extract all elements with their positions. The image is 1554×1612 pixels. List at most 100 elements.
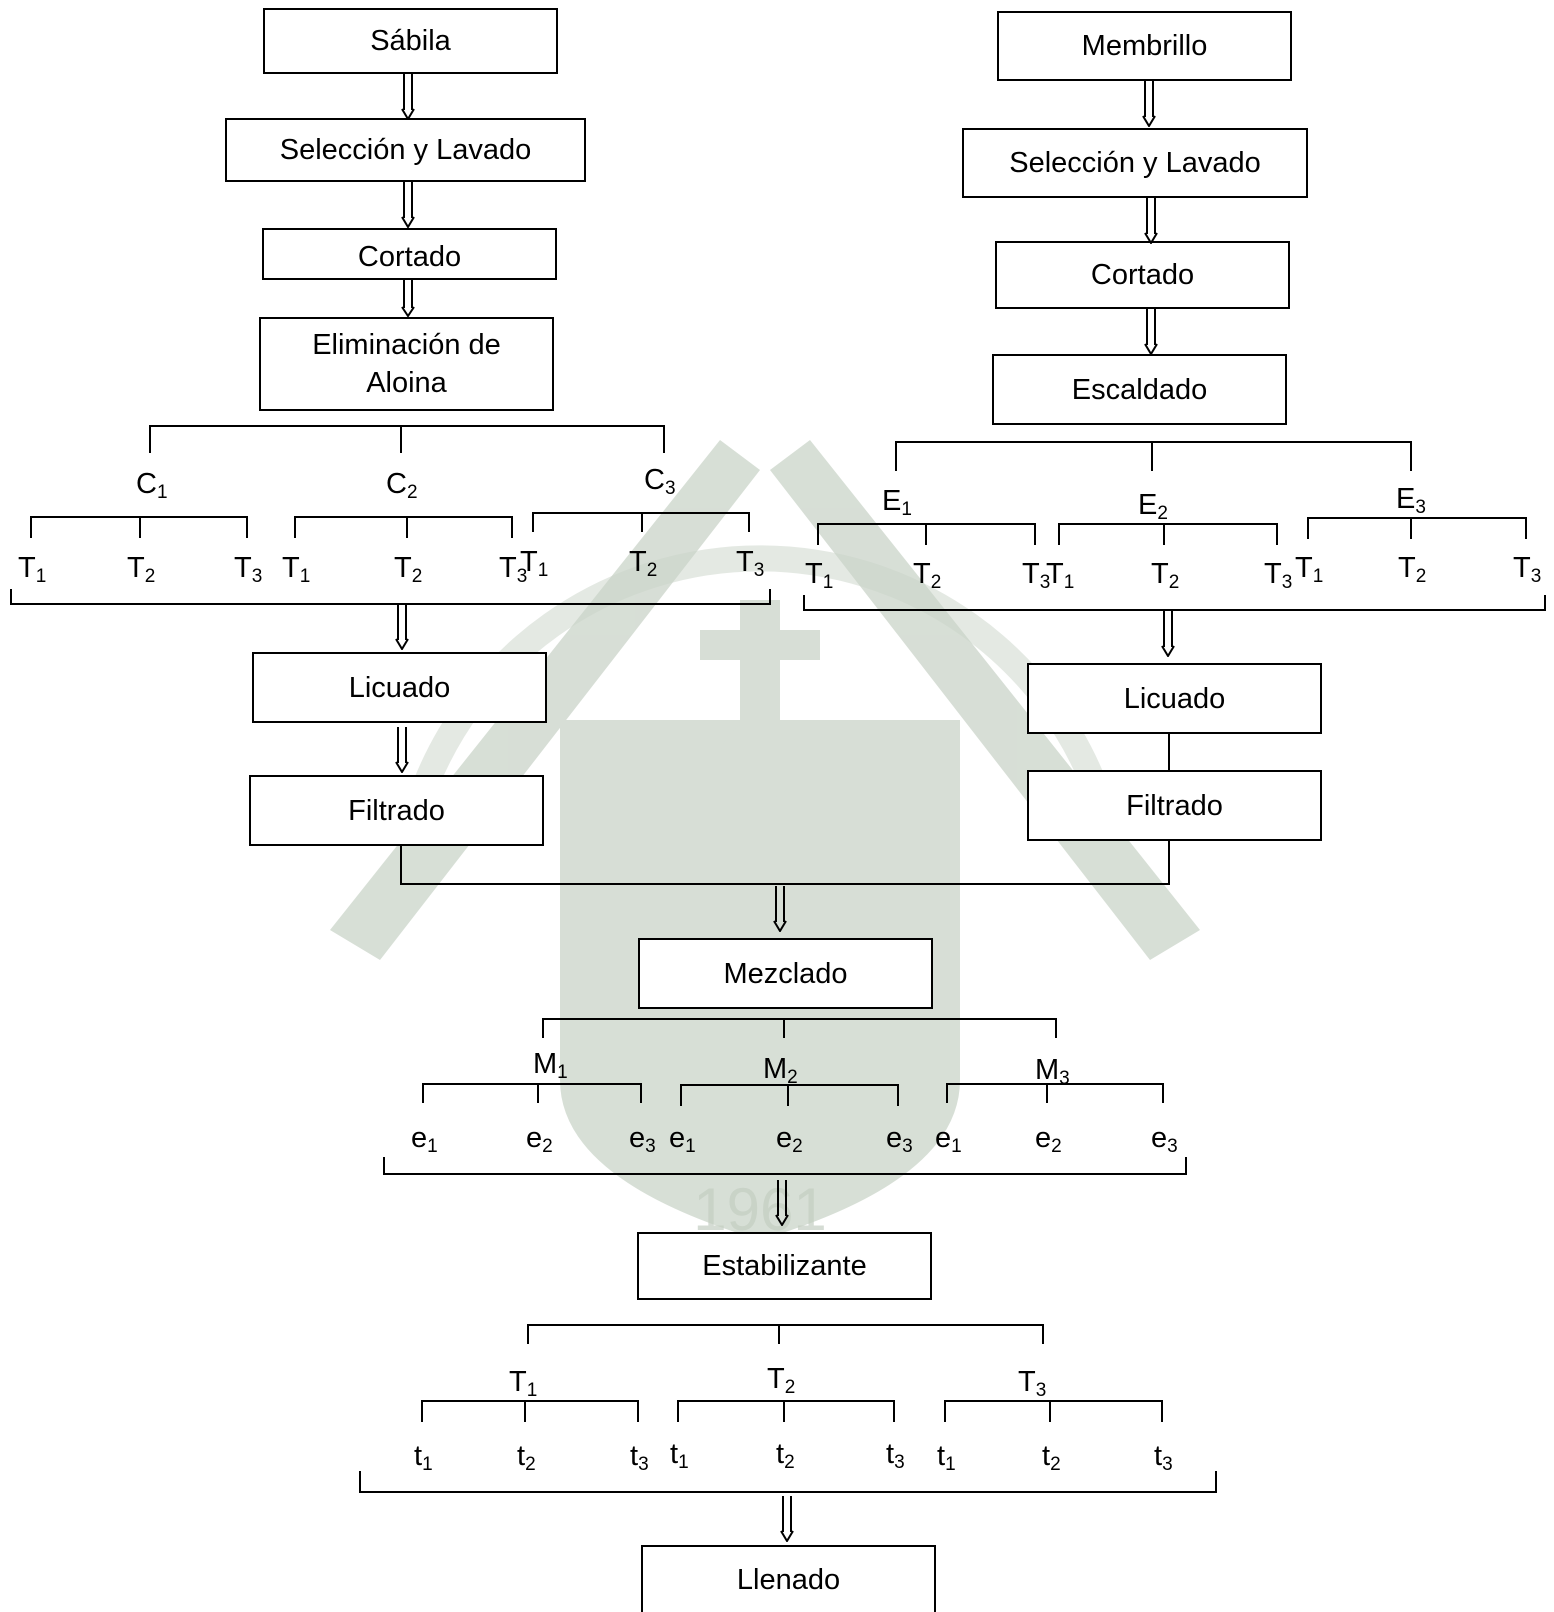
branch-stub (406, 516, 408, 538)
merge-line-right (1168, 841, 1170, 884)
box-label: Selección y Lavado (279, 134, 532, 166)
leaf-label-t-upper: T2 (127, 552, 156, 587)
branch-stub (527, 1324, 529, 1344)
double-arrow-icon (775, 1180, 789, 1226)
box-label: Eliminación de Aloina (312, 329, 501, 399)
double-arrow-icon (780, 1496, 794, 1542)
box-label: Filtrado (1126, 789, 1223, 822)
leaf-label-t-lower: t1 (414, 1440, 433, 1475)
level-label-m: M2 (763, 1053, 798, 1088)
box-label: Selección y Lavado (1009, 147, 1261, 179)
leaf-label-e-lower: e1 (669, 1122, 696, 1157)
double-arrow-icon (395, 727, 409, 773)
branch-stub (640, 1083, 642, 1103)
branch-stub (1046, 1083, 1048, 1103)
leaf-label-t-lower: t2 (517, 1440, 536, 1475)
branch-bar (542, 1018, 1057, 1020)
watermark-year: 1961 (693, 1176, 826, 1243)
leaf-label-t-upper: T3 (1022, 558, 1051, 593)
box-label: Membrillo (1081, 30, 1208, 62)
double-arrow-icon (395, 604, 409, 650)
branch-stub (422, 1083, 424, 1103)
leaf-label-t-upper: T2 (629, 546, 658, 581)
box-label: Cortado (1090, 259, 1195, 291)
double-arrow-icon (1144, 309, 1158, 355)
branch-stub (680, 1084, 682, 1106)
leaf-label-e-lower: e3 (886, 1122, 913, 1157)
branch-stub (1042, 1324, 1044, 1344)
branch-stub (893, 1400, 895, 1422)
group-bracket-end (1544, 595, 1546, 609)
level-label-e: E1 (882, 485, 912, 520)
branch-stub (748, 512, 750, 532)
branch-stub (30, 516, 32, 538)
box-mezclado: Mezclado (638, 938, 933, 1009)
branch-stub (787, 1084, 789, 1106)
leaf-label-t-lower: t1 (670, 1438, 689, 1473)
level-label-m: M1 (533, 1048, 568, 1083)
branch-stub (817, 523, 819, 545)
double-arrow-icon (1161, 611, 1175, 657)
double-arrow-icon (1144, 198, 1158, 244)
branch-stub (1410, 441, 1412, 471)
branch-stub (1163, 523, 1165, 545)
group-bracket-end (1215, 1471, 1217, 1491)
branch-stub (783, 1400, 785, 1422)
leaf-label-t-lower: t3 (630, 1440, 649, 1475)
leaf-label-t-upper: T1 (520, 546, 549, 581)
leaf-label-e-lower: e2 (776, 1122, 803, 1157)
box-label: Licuado (348, 671, 451, 704)
double-arrow-icon (401, 280, 415, 317)
double-arrow-icon (401, 182, 415, 228)
branch-stub (246, 516, 248, 538)
branch-stub (1049, 1400, 1051, 1422)
box-label: Filtrado (348, 794, 445, 827)
leaf-label-t-upper: T1 (1046, 558, 1075, 593)
leaf-label-t-lower: t2 (1042, 1440, 1061, 1475)
branch-bar (1058, 523, 1278, 525)
branch-bar (944, 1400, 1163, 1402)
leaf-label-t-upper: T3 (234, 552, 263, 587)
branch-stub (1410, 517, 1412, 539)
box-eliminacion-aloina: Eliminación de Aloina (259, 317, 554, 411)
level-label-m: M3 (1035, 1054, 1070, 1089)
branch-bar (1307, 517, 1527, 519)
leaf-label-t-upper: T2 (1398, 552, 1427, 587)
leaf-label-t-lower: t3 (886, 1438, 905, 1473)
box-label: Mezclado (723, 957, 848, 990)
branch-stub (1276, 523, 1278, 545)
branch-stub (537, 1083, 539, 1103)
double-arrow-icon (401, 74, 415, 120)
branch-stub (1055, 1018, 1057, 1038)
leaf-label-e-lower: e2 (526, 1122, 553, 1157)
leaf-label-t-lower: t2 (776, 1438, 795, 1473)
branch-stub (1151, 441, 1153, 471)
box-seleccion-lavado-right: Selección y Lavado (962, 128, 1308, 198)
group-bracket-end (359, 1471, 361, 1491)
box-licuado-right: Licuado (1027, 663, 1322, 734)
leaf-label-e-lower: e1 (935, 1122, 962, 1157)
leaf-label-t-upper: T3 (499, 552, 528, 587)
branch-bar (294, 516, 513, 518)
branch-stub (511, 516, 513, 538)
leaf-label-e-lower: e1 (411, 1122, 438, 1157)
branch-stub (946, 1083, 948, 1103)
branch-stub (897, 1084, 899, 1106)
branch-stub (294, 516, 296, 538)
box-label: Llenado (736, 1563, 841, 1596)
branch-stub (532, 512, 534, 532)
branch-stub (149, 425, 151, 453)
leaf-label-t-lower: t3 (1154, 1440, 1173, 1475)
group-bracket-end (803, 595, 805, 609)
level-label-c: C2 (386, 468, 418, 503)
leaf-label-e-lower: e3 (629, 1122, 656, 1157)
box-label: Cortado (357, 241, 462, 273)
leaf-label-t-upper: T2 (913, 558, 942, 593)
branch-bar (680, 1084, 899, 1086)
level-label-t-upper: T2 (767, 1363, 796, 1398)
box-label: Estabilizante (702, 1250, 867, 1282)
leaf-label-t-lower: t1 (937, 1440, 956, 1475)
branch-stub (1307, 517, 1309, 539)
branch-stub (1161, 1400, 1163, 1422)
branch-stub (1162, 1083, 1164, 1103)
